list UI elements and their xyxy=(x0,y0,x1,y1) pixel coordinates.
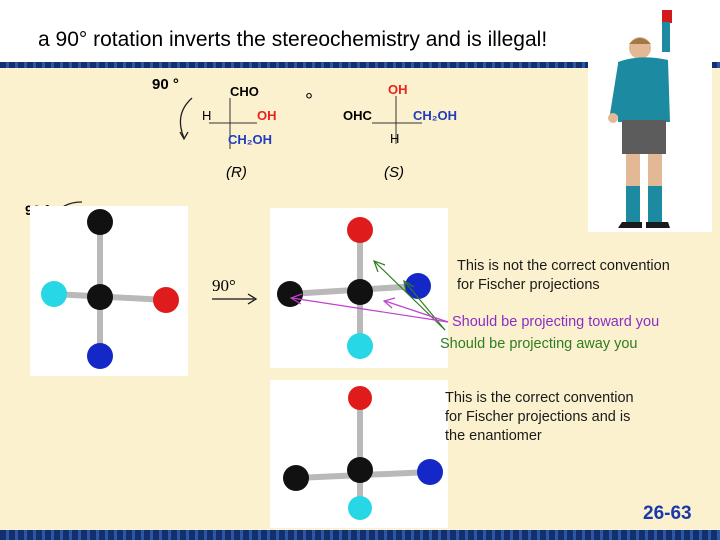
note-line: for Fischer projections xyxy=(457,277,600,293)
fischer-top-group: CHO xyxy=(230,84,259,99)
fischer-bottom-group: H xyxy=(390,131,400,146)
note-line: for Fischer projections and is xyxy=(445,409,631,425)
fischer-projection-r: 90 ° CHO H OH CH₂OH (R) xyxy=(150,74,290,184)
molecule-model-original xyxy=(30,206,188,376)
right-arrow-icon xyxy=(212,293,258,305)
atom-black-top xyxy=(87,209,113,235)
atom-blue xyxy=(87,343,113,369)
config-label-s: (S) xyxy=(384,164,404,181)
atom-black-left xyxy=(277,281,303,307)
atom-blue xyxy=(405,273,431,299)
rotation-label: 90 ° xyxy=(152,76,179,93)
config-label-r: (R) xyxy=(226,164,247,181)
atom-black-center xyxy=(87,284,113,310)
atom-black-left xyxy=(283,465,309,491)
note-line: This is not the correct convention xyxy=(457,258,670,274)
atom-blue xyxy=(417,459,443,485)
atom-cyan xyxy=(347,333,373,359)
header-stripe xyxy=(0,62,720,68)
atom-red xyxy=(348,386,372,410)
referee-image xyxy=(588,4,712,232)
fischer-cross xyxy=(372,96,422,144)
note-correct-convention: This is the correct convention for Fisch… xyxy=(445,389,634,446)
note-incorrect-convention: This is not the correct convention for F… xyxy=(457,257,670,295)
molecule-model-enantiomer xyxy=(270,380,448,528)
fischer-cross xyxy=(209,98,257,149)
fischer-top-group: OH xyxy=(388,82,408,97)
atom-red xyxy=(347,217,373,243)
degree-symbol: ° xyxy=(305,90,313,112)
note-away-you: Should be projecting away you xyxy=(440,336,638,352)
molecule-model-rotated xyxy=(270,208,448,368)
atom-black-center xyxy=(347,457,373,483)
rotation-arrow-label: 90° xyxy=(212,276,236,295)
footer-stripe xyxy=(0,530,720,540)
slide-title: a 90° rotation inverts the stereochemist… xyxy=(38,28,548,51)
fischer-left-group: H xyxy=(202,108,212,123)
fischer-projection-s: OH OHC CH₂OH H (S) xyxy=(340,74,480,184)
fischer-left-group: OHC xyxy=(343,108,372,123)
note-toward-you: Should be projecting toward you xyxy=(452,314,660,330)
atom-cyan xyxy=(41,281,67,307)
note-line: This is the correct convention xyxy=(445,390,634,406)
slide-number: 26-63 xyxy=(643,503,692,524)
rotation-arrow-icon xyxy=(179,97,193,141)
referee-figure xyxy=(608,10,672,228)
atom-black-center xyxy=(347,279,373,305)
fischer-right-group: OH xyxy=(257,108,277,123)
fischer-right-group: CH₂OH xyxy=(413,108,458,123)
fischer-bottom-group: CH₂OH xyxy=(228,132,273,147)
atom-cyan xyxy=(348,496,372,520)
note-line: the enantiomer xyxy=(445,428,542,444)
atom-red xyxy=(153,287,179,313)
